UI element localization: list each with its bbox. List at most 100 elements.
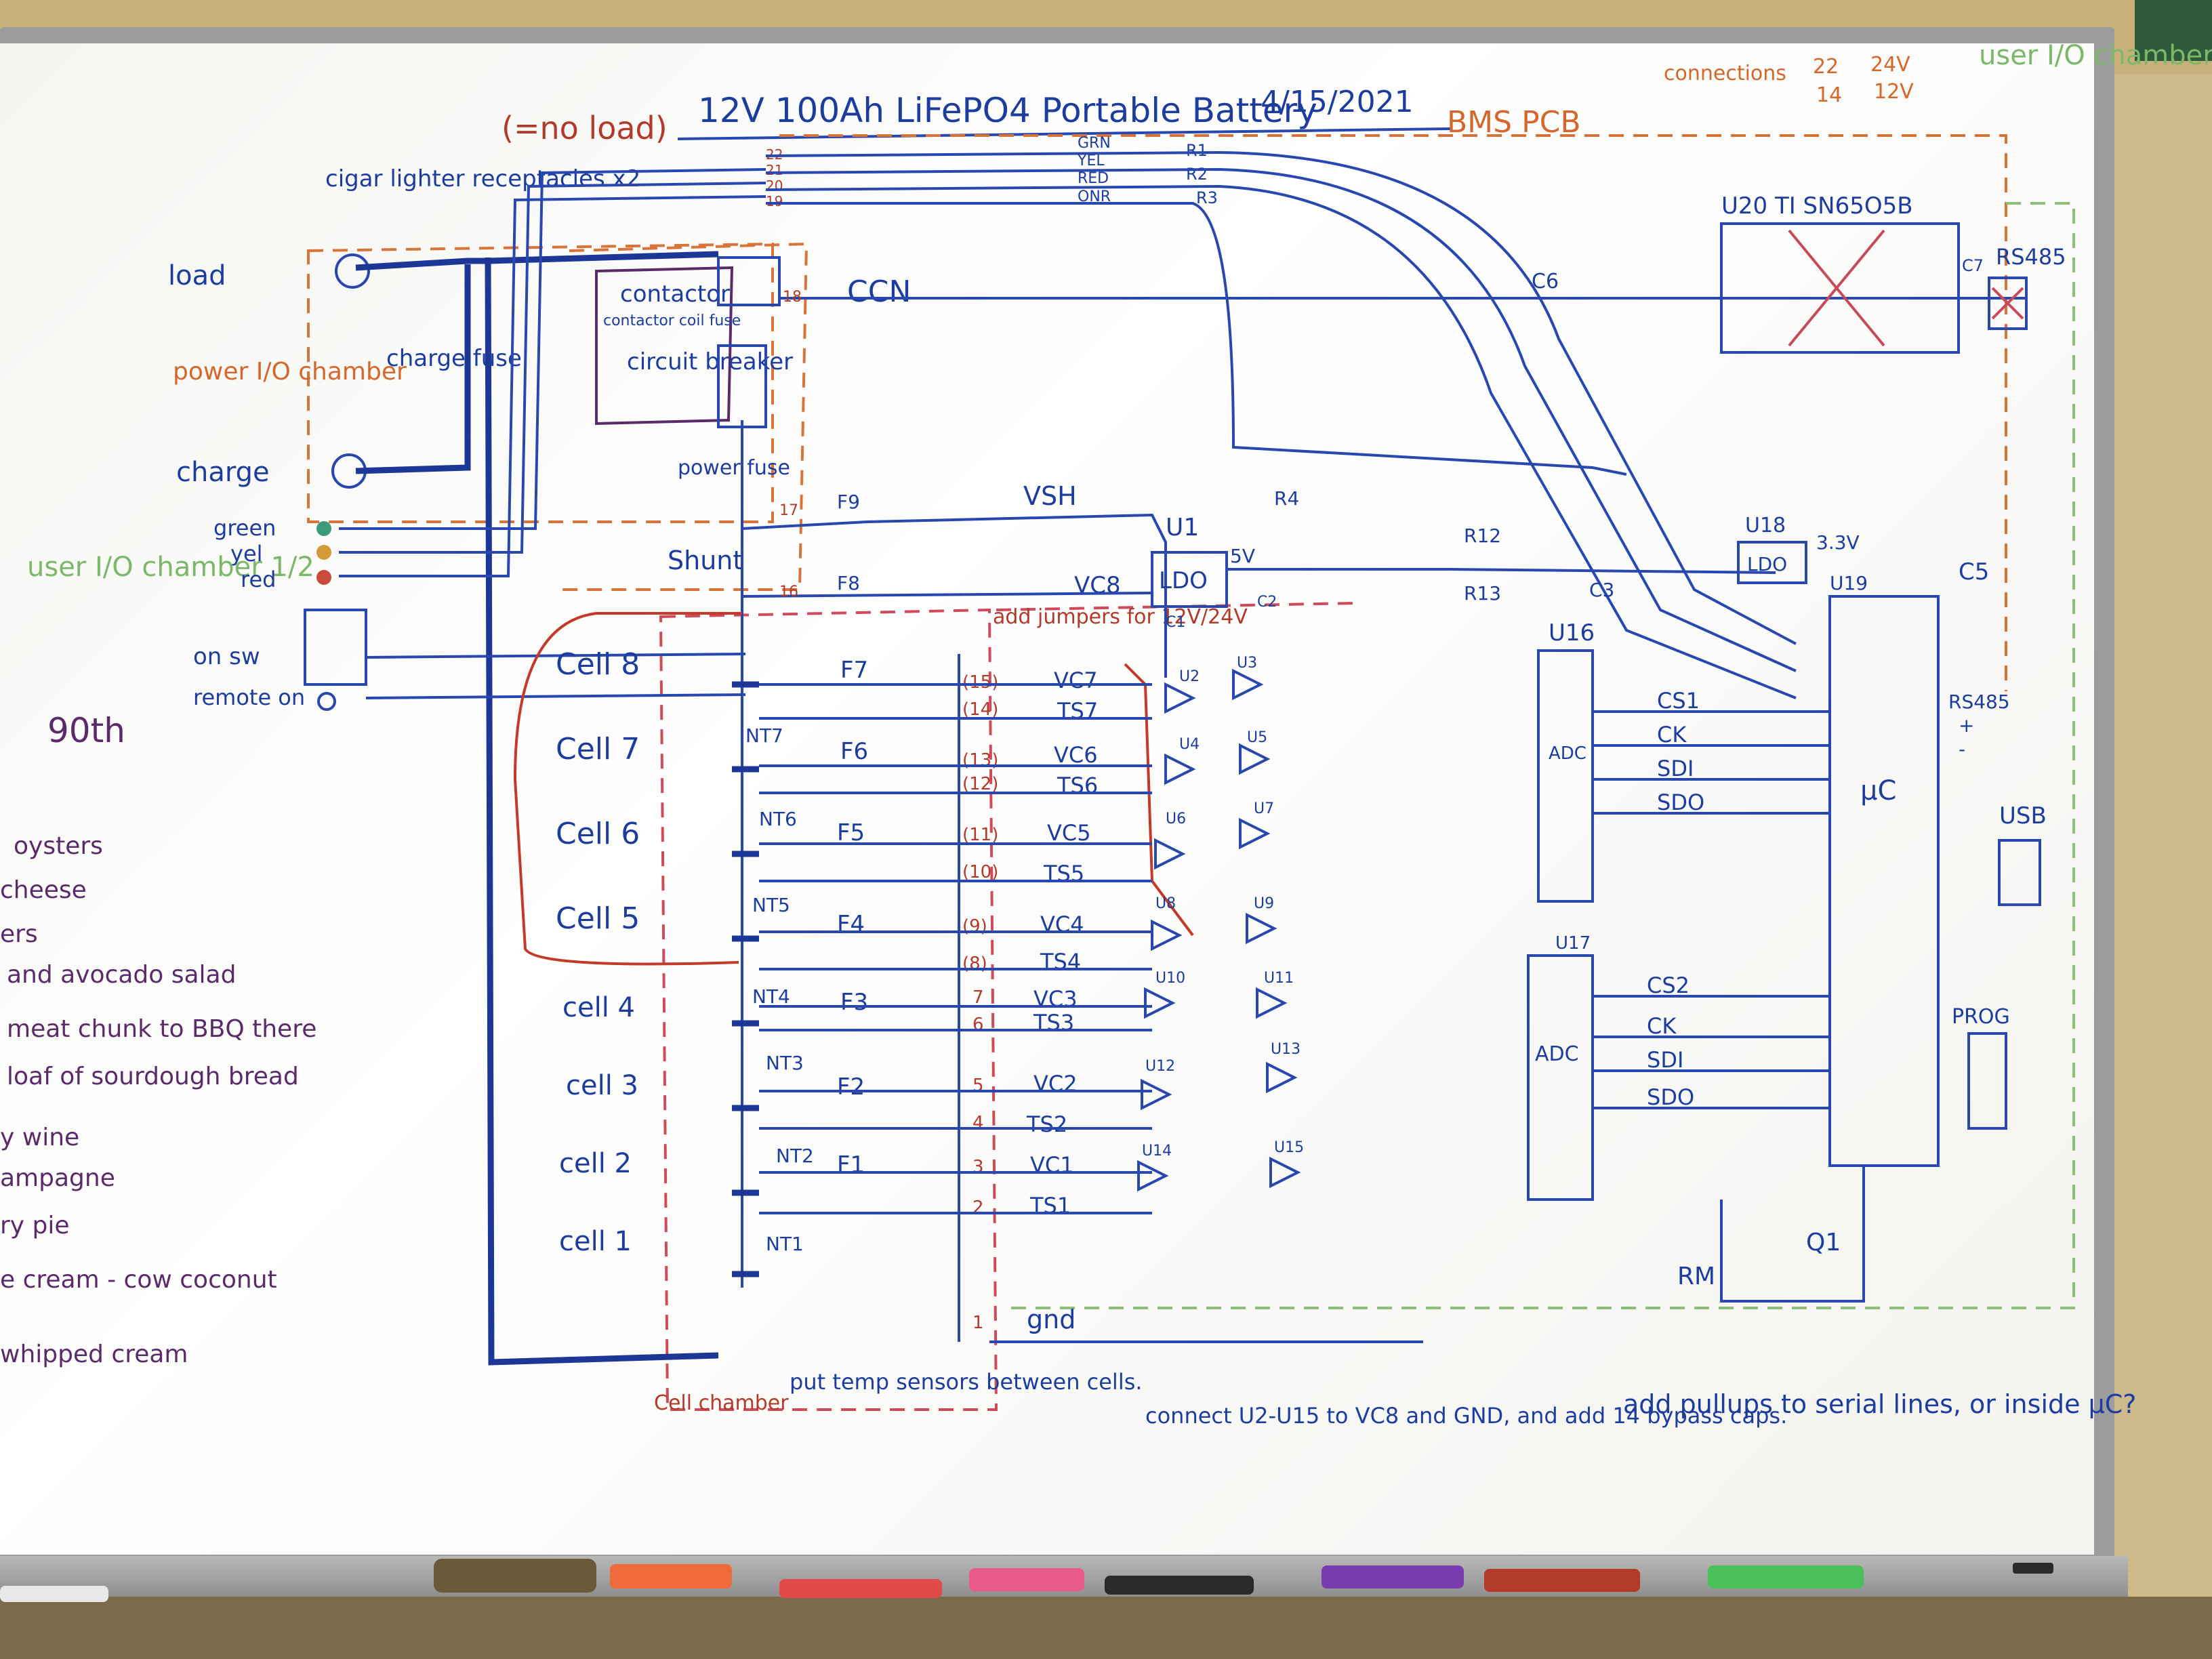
spi-label: SDI (1647, 1047, 1683, 1073)
cell-4-label: cell 4 (562, 992, 635, 1023)
u20-box (1720, 222, 1960, 354)
usb-label: USB (1999, 802, 2047, 830)
pin-label: (13) (962, 750, 998, 771)
u18-ldo-text: LDO (1747, 553, 1787, 575)
signal-label: TS2 (1026, 1111, 1067, 1137)
yel-net-trace (765, 167, 1797, 672)
pin-label: 6 (972, 1015, 984, 1035)
resistor-label: R3 (1196, 188, 1218, 207)
signal-label: TS1 (1029, 1193, 1071, 1218)
opamp-label: U9 (1254, 895, 1274, 912)
resistor-label: R2 (1186, 165, 1208, 184)
marker-icon (1484, 1569, 1640, 1592)
user-io-2-outline (1003, 202, 2075, 1309)
led-net-labels: GRN YEL RED ONR (1077, 135, 1111, 205)
menu-heading: 90th (47, 711, 125, 750)
pin-label: (12) (962, 774, 998, 794)
menu-item: ers (0, 920, 38, 948)
u19-label: U19 (1830, 572, 1868, 594)
menu-item: cheese (0, 876, 87, 904)
q1-trace (1720, 1166, 1865, 1303)
c3-label: C3 (1589, 579, 1614, 601)
no-load-note: (=no load) (501, 110, 668, 146)
signal-traces (759, 683, 1152, 1214)
pin-label: (10) (962, 862, 998, 882)
marker-icon (969, 1568, 1084, 1591)
u20-cross-out (1788, 229, 1885, 347)
conn-14: 14 (1816, 83, 1842, 107)
signal-label: VC4 (1040, 912, 1084, 937)
spi-label: CS1 (1657, 688, 1700, 714)
mcu-box (1828, 595, 1940, 1167)
menu-item: whipped cream (0, 1340, 188, 1368)
f8-label: F8 (837, 572, 860, 594)
signal-label: VC2 (1033, 1071, 1078, 1097)
red-led-icon (316, 570, 331, 585)
fuse-label: F4 (837, 911, 865, 938)
switch-wire-2 (365, 693, 746, 699)
charge-label: charge (176, 457, 270, 488)
thermistor-label: NT2 (776, 1145, 814, 1167)
marker-icon (779, 1579, 942, 1598)
cell-2-label: cell 2 (559, 1148, 632, 1179)
menu-item: oysters (14, 832, 103, 860)
pin-label: 20 (766, 178, 783, 194)
marker-icon (1322, 1565, 1464, 1589)
prog-label: PROG (1952, 1005, 2010, 1029)
menu-item: and avocado salad (7, 961, 236, 989)
signal-label: VC3 (1033, 986, 1078, 1012)
vsh-trace (741, 513, 1167, 678)
r4-label: R4 (1274, 487, 1299, 510)
temp-sensor-note: put temp sensors between cells. (790, 1369, 1143, 1395)
switch-icon (304, 609, 367, 686)
remote-on-label: remote on (193, 684, 305, 710)
led-net-label: YEL (1077, 152, 1105, 169)
u1-ldo-box (1151, 551, 1228, 608)
cell-8-label: Cell 8 (556, 647, 640, 682)
negative-return-wire (485, 257, 719, 1366)
cell-5-label: Cell 5 (556, 901, 640, 936)
spi-label: SDI (1657, 756, 1694, 781)
connections-label: connections (1664, 62, 1786, 85)
title-date: 4/15/2021 (1261, 85, 1414, 119)
menu-item: e cream - cow coconut (0, 1266, 277, 1294)
opamp-label: U12 (1145, 1058, 1175, 1075)
rs485-cross-out (1991, 287, 2024, 320)
eraser-icon (434, 1559, 596, 1593)
contactor-fuse-label: contactor coil fuse (603, 312, 741, 329)
led-green-label: green (213, 515, 276, 541)
fuse-labels: F7 F6 F5 F4 F3 F2 F1 (837, 657, 868, 1179)
led-red-wire (339, 195, 766, 577)
markers (0, 1559, 2053, 1602)
opamp-label: U8 (1155, 895, 1176, 912)
rs485-connector-icon (1988, 276, 2028, 330)
thermistor-label: NT3 (766, 1052, 804, 1074)
fuse-label: F2 (837, 1073, 865, 1101)
led-resistor-labels: R1 R2 R3 (1186, 141, 1218, 207)
signal-label: TS7 (1057, 698, 1098, 724)
cell-chamber-label: Cell chamber (654, 1391, 789, 1415)
pin-label: (15) (962, 672, 998, 693)
three-v3-label: 3.3V (1816, 531, 1860, 554)
thermistor-label: NT1 (766, 1233, 804, 1255)
contactor-breaker-outline (595, 266, 734, 426)
vc8-label: VC8 (1074, 572, 1121, 599)
thermistor-label: NT6 (759, 808, 797, 830)
pin-label: 19 (766, 193, 783, 209)
remote-on-connector-icon (317, 692, 336, 711)
thermistor-label: NT5 (752, 894, 790, 916)
pin-label: (9) (962, 916, 987, 937)
spi-label: CK (1647, 1013, 1677, 1039)
fuse-label: F6 (840, 738, 868, 765)
floor-background (0, 1597, 2212, 1659)
menu-list: oysters cheese ers and avocado salad mea… (0, 832, 316, 1368)
adc2-box (1527, 954, 1594, 1201)
cell-3-label: cell 3 (566, 1070, 638, 1101)
power-fuse-label: power fuse (678, 456, 790, 480)
ccn-label: CCN (847, 274, 911, 309)
pullup-note: add pullups to serial lines, or inside μ… (1623, 1389, 2136, 1419)
fuse-label: F7 (840, 657, 868, 684)
charge-fuse-label: charge fuse (386, 345, 522, 372)
cell-7-label: Cell 7 (556, 732, 640, 766)
cigar-receptacle-icon (335, 253, 370, 289)
